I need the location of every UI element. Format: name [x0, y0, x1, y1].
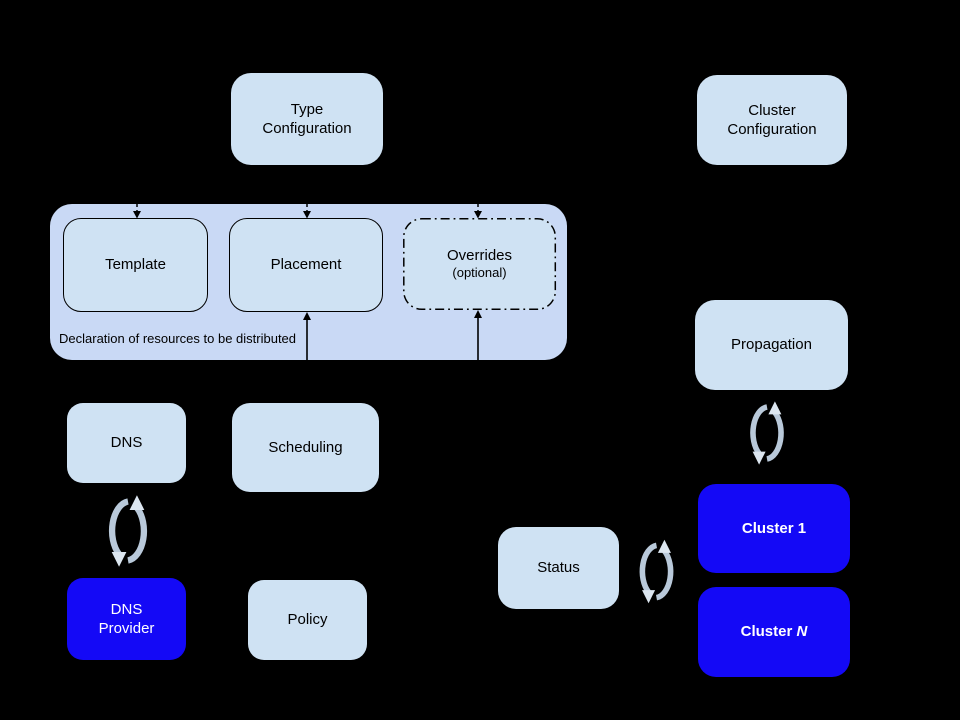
node-propagation: Propagation	[695, 300, 848, 390]
node-type-configuration: Type Configuration	[231, 73, 383, 165]
node-dns-provider: DNS Provider	[67, 578, 186, 660]
node-label: Cluster	[748, 101, 796, 119]
node-label: Overrides	[446, 246, 513, 264]
node-label: Placement	[270, 256, 342, 274]
node-label: Policy	[287, 611, 328, 629]
node-cluster-n: Cluster N	[698, 587, 850, 677]
node-overrides: Overrides (optional)	[403, 218, 556, 310]
node-policy: Policy	[248, 580, 367, 660]
node-placement: Placement	[229, 218, 383, 312]
sync-arrows-icon-status	[630, 536, 683, 607]
node-label: Status	[537, 559, 580, 577]
node-label: Type	[290, 100, 324, 118]
sync-arrows-icon-dns	[96, 491, 160, 571]
node-label: Propagation	[731, 336, 812, 354]
node-template: Template	[63, 218, 208, 312]
node-label: DNS	[110, 434, 143, 452]
node-label: Configuration	[727, 121, 817, 138]
node-label: Configuration	[262, 120, 352, 137]
declaration-caption: Declaration of resources to be distribut…	[59, 331, 297, 346]
node-label: Cluster N	[740, 623, 808, 641]
node-label: Template	[105, 256, 166, 274]
node-cluster-configuration: Cluster Configuration	[697, 75, 847, 165]
node-cluster-1: Cluster 1	[698, 484, 850, 573]
node-label: Scheduling	[268, 438, 343, 456]
node-label: Cluster 1	[741, 519, 807, 537]
node-label: Provider	[98, 620, 155, 637]
cluster-n-italic: N	[796, 623, 808, 641]
node-status: Status	[498, 527, 619, 609]
node-sublabel: (optional)	[452, 265, 507, 281]
node-label: DNS	[110, 600, 143, 618]
node-dns: DNS	[67, 403, 186, 483]
sync-arrows-icon-propagation	[741, 397, 793, 469]
node-scheduling: Scheduling	[232, 403, 379, 492]
